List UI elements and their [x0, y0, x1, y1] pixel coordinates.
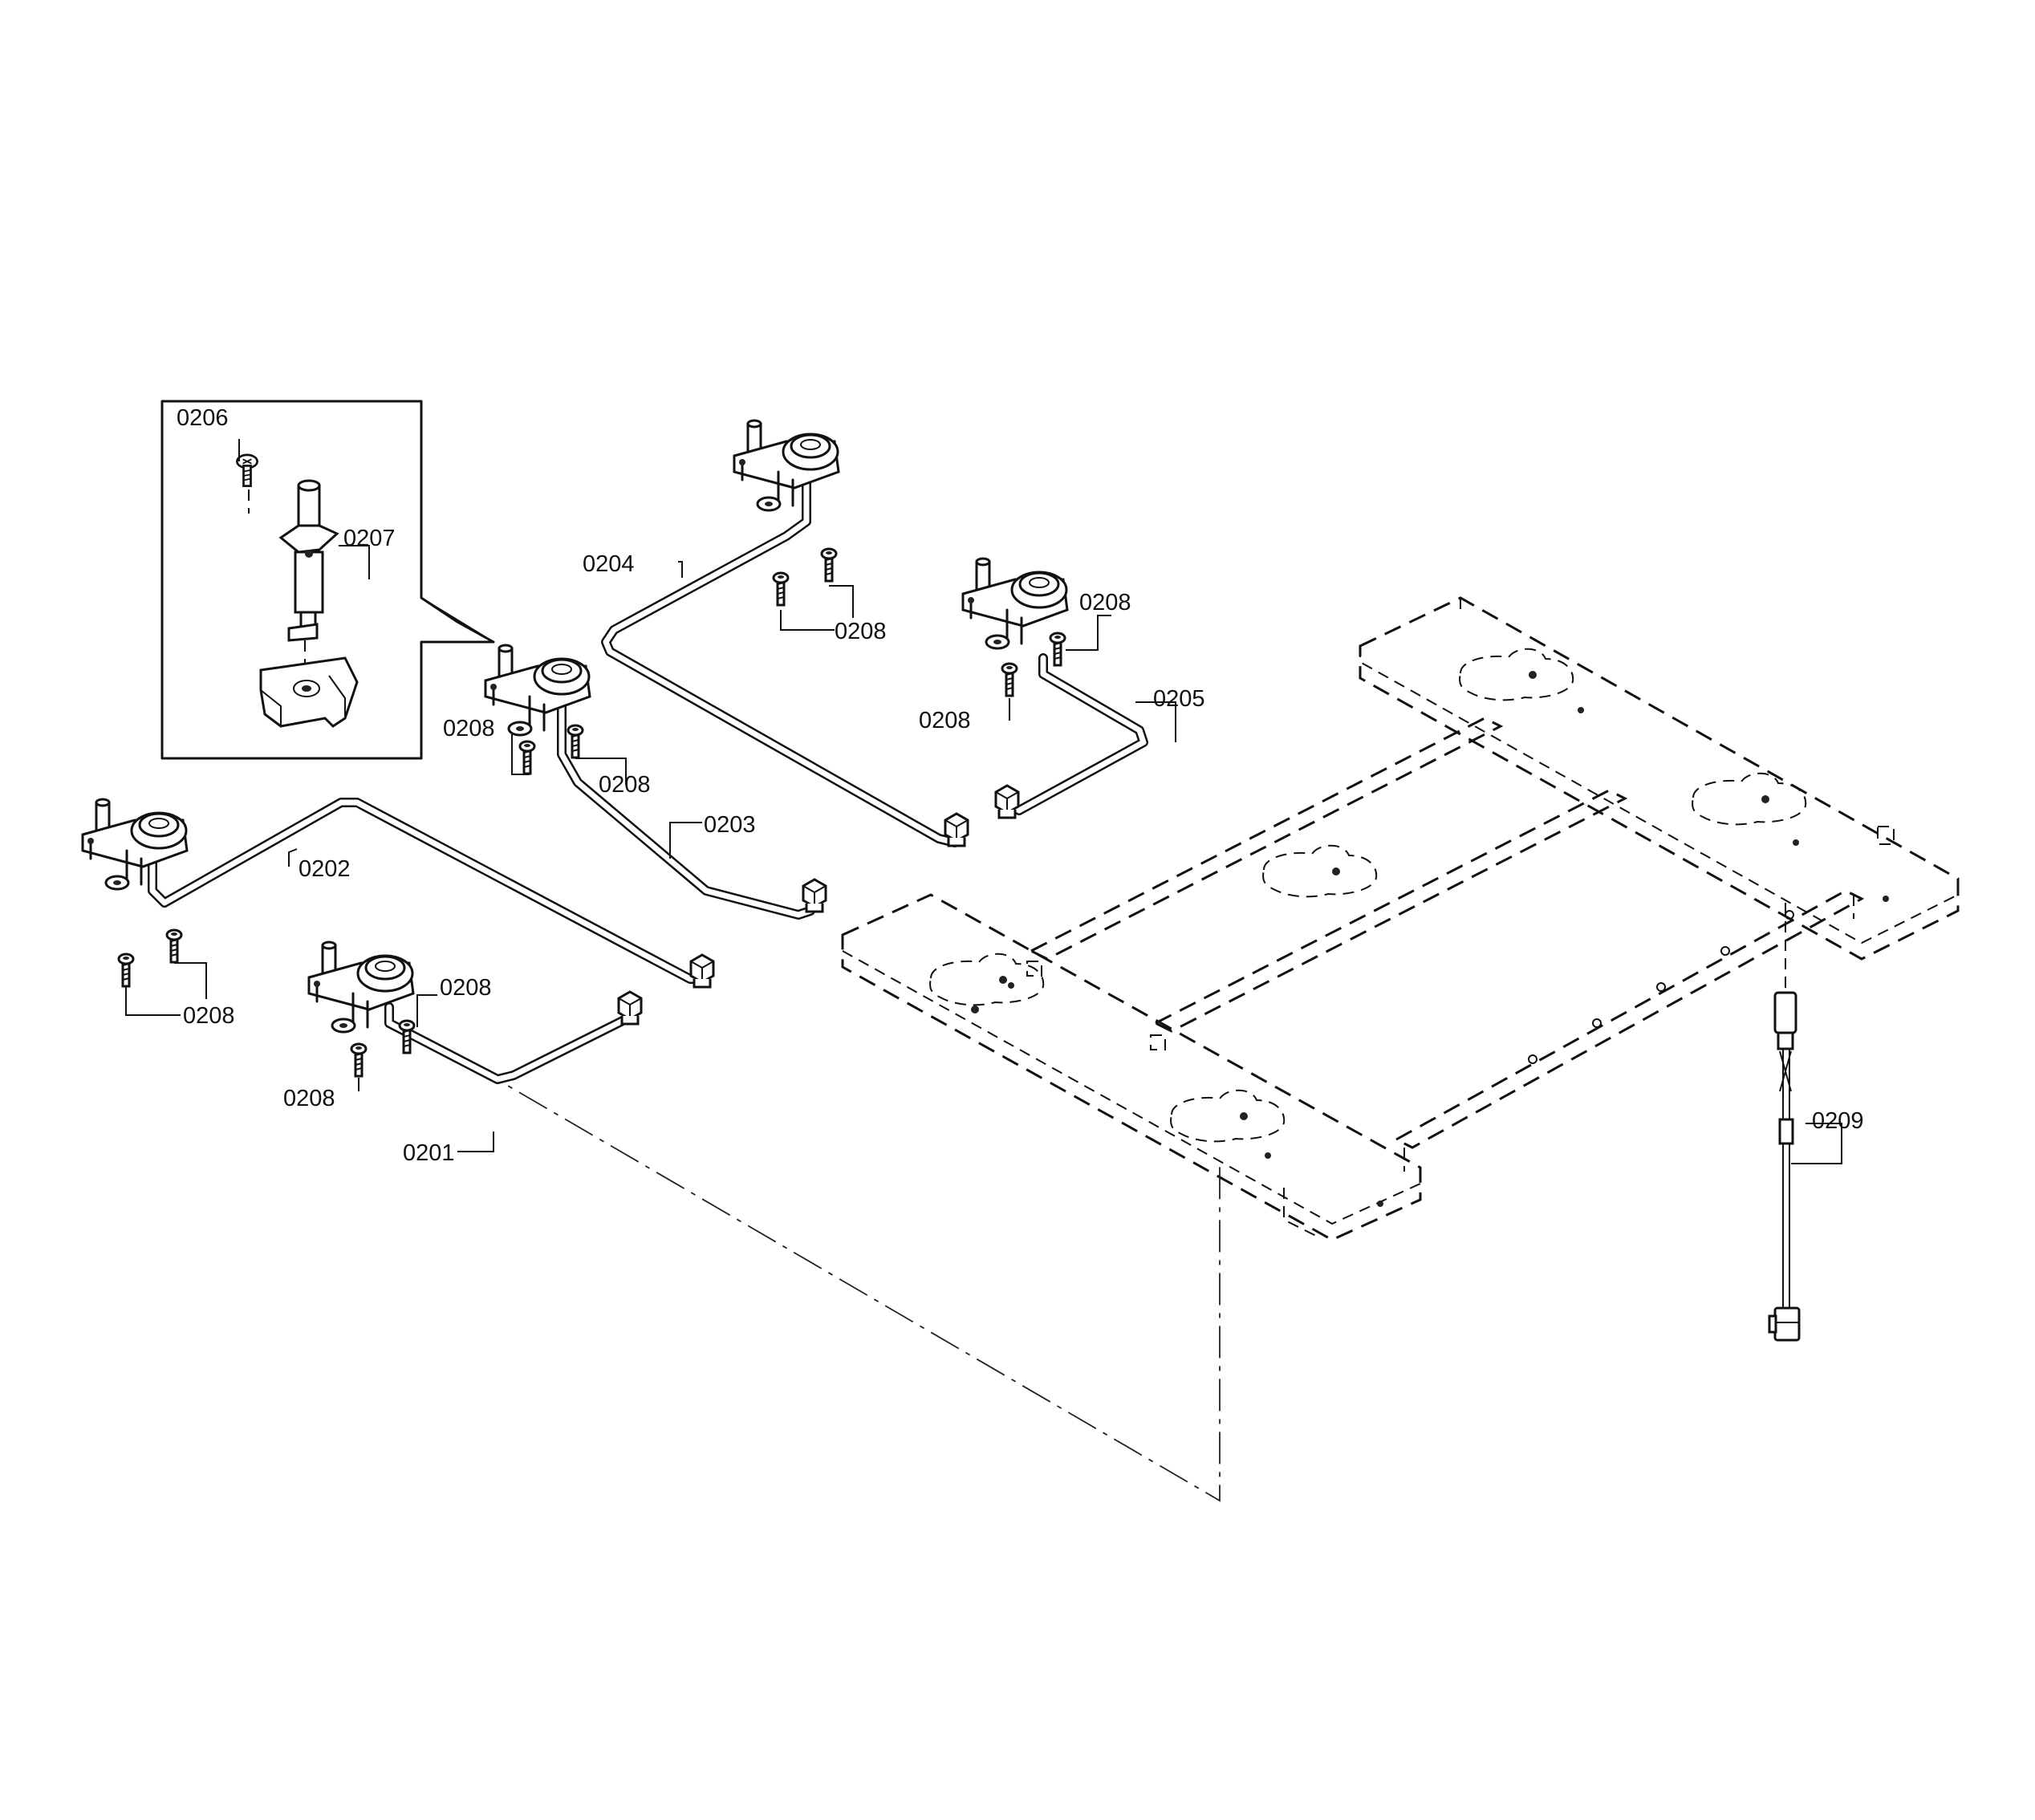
label-0204: 0204 [583, 551, 635, 577]
label-0203: 0203 [704, 812, 756, 838]
label-0208: 0208 [919, 708, 971, 733]
alignment-line [473, 1065, 1221, 1502]
burner-valve-icon [733, 419, 840, 512]
label-0208: 0208 [599, 772, 651, 798]
label-0208: 0208 [183, 1003, 235, 1029]
wire-harness-icon [1768, 903, 1801, 1342]
leader-lines [125, 439, 1842, 1164]
burner-valve-icon [484, 644, 591, 737]
label-0208: 0208 [1079, 590, 1131, 615]
label-0205: 0205 [1153, 686, 1205, 712]
label-0208: 0208 [443, 716, 495, 741]
gas-pipes [148, 477, 1148, 1084]
label-0208: 0208 [440, 975, 492, 1001]
burner-valve-icon [81, 798, 189, 891]
electrode-icon [278, 479, 339, 642]
burner-valve-icon [307, 940, 415, 1034]
label-0201: 0201 [403, 1140, 455, 1166]
burner-base-frame [841, 596, 1960, 1241]
electrode-detail-inset [160, 400, 495, 760]
part-labels: 0206 0207 0204 0208 0208 0208 0205 0208 … [177, 405, 1864, 1166]
label-0202: 0202 [299, 856, 351, 882]
label-0207: 0207 [343, 526, 396, 551]
label-0206: 0206 [177, 405, 229, 431]
label-0209: 0209 [1812, 1108, 1864, 1134]
label-0208: 0208 [283, 1086, 335, 1111]
label-0208: 0208 [835, 619, 887, 644]
